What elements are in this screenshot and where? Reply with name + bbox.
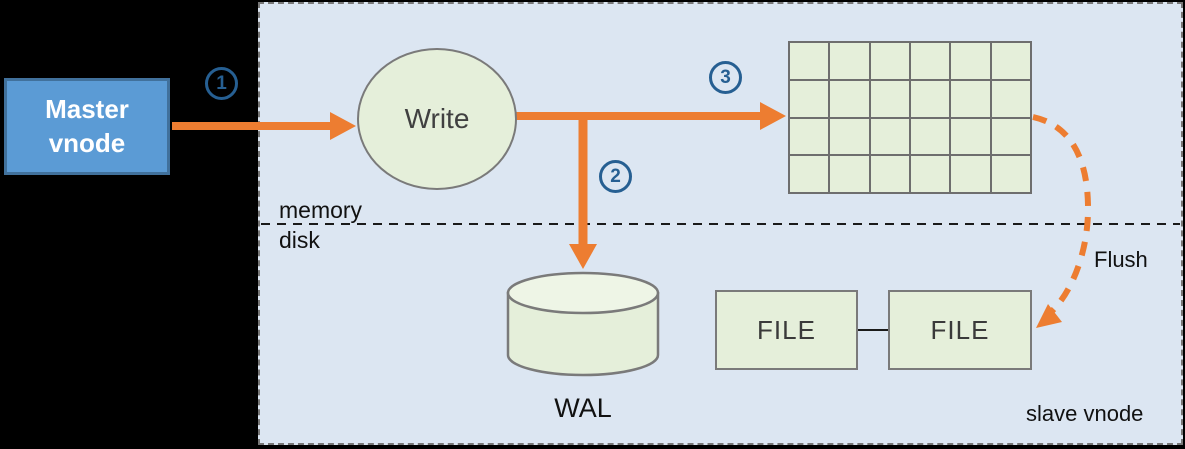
memtable-cell — [830, 156, 869, 192]
memtable-cell — [910, 118, 950, 155]
memtable-cell — [870, 80, 909, 117]
file-box-1-label: FILE — [757, 314, 816, 345]
flush-label: Flush — [1094, 247, 1148, 272]
step-1-number: 1 — [216, 72, 227, 94]
memtable-cell — [870, 118, 909, 155]
memtable-cell — [991, 118, 1030, 155]
memtable-cell — [790, 80, 829, 117]
master-vnode-label: Master vnode — [45, 93, 129, 158]
file-box-1: FILE — [715, 290, 858, 370]
memtable-cell — [790, 118, 829, 155]
write-node: Write — [357, 48, 517, 190]
memtable-cell — [790, 156, 829, 192]
memtable-cell — [951, 43, 990, 79]
step-2-badge: 2 — [599, 160, 632, 193]
memtable-cell — [830, 43, 869, 79]
memtable-cell — [910, 43, 950, 79]
write-node-label: Write — [404, 103, 470, 134]
memtable-cell — [830, 118, 869, 155]
disk-label: disk — [279, 227, 320, 253]
step-2-number: 2 — [610, 165, 621, 187]
slave-vnode-label: slave vnode — [1026, 401, 1144, 426]
memtable-cell — [830, 80, 869, 117]
memtable-cell — [910, 156, 950, 192]
file-box-2-label: FILE — [930, 314, 990, 345]
master-vnode-box: Master vnode — [4, 78, 170, 175]
memtable-cell — [951, 80, 990, 117]
memtable-cell — [910, 80, 950, 117]
memtable-cell — [991, 43, 1030, 79]
memory-label: memory — [279, 197, 363, 223]
memtable-grid — [788, 41, 1032, 194]
wal-label: WAL — [554, 393, 612, 423]
step-3-badge: 3 — [709, 61, 742, 94]
memtable-cell — [951, 118, 990, 155]
memtable-cell — [991, 156, 1030, 192]
step-3-number: 3 — [720, 66, 731, 88]
memtable-cell — [870, 156, 909, 192]
memtable-cell — [991, 80, 1030, 117]
memtable-cell — [951, 156, 990, 192]
memtable-cell — [870, 43, 909, 79]
step-1-badge: 1 — [205, 67, 238, 100]
file-box-2: FILE — [888, 290, 1032, 370]
memtable-cell — [790, 43, 829, 79]
